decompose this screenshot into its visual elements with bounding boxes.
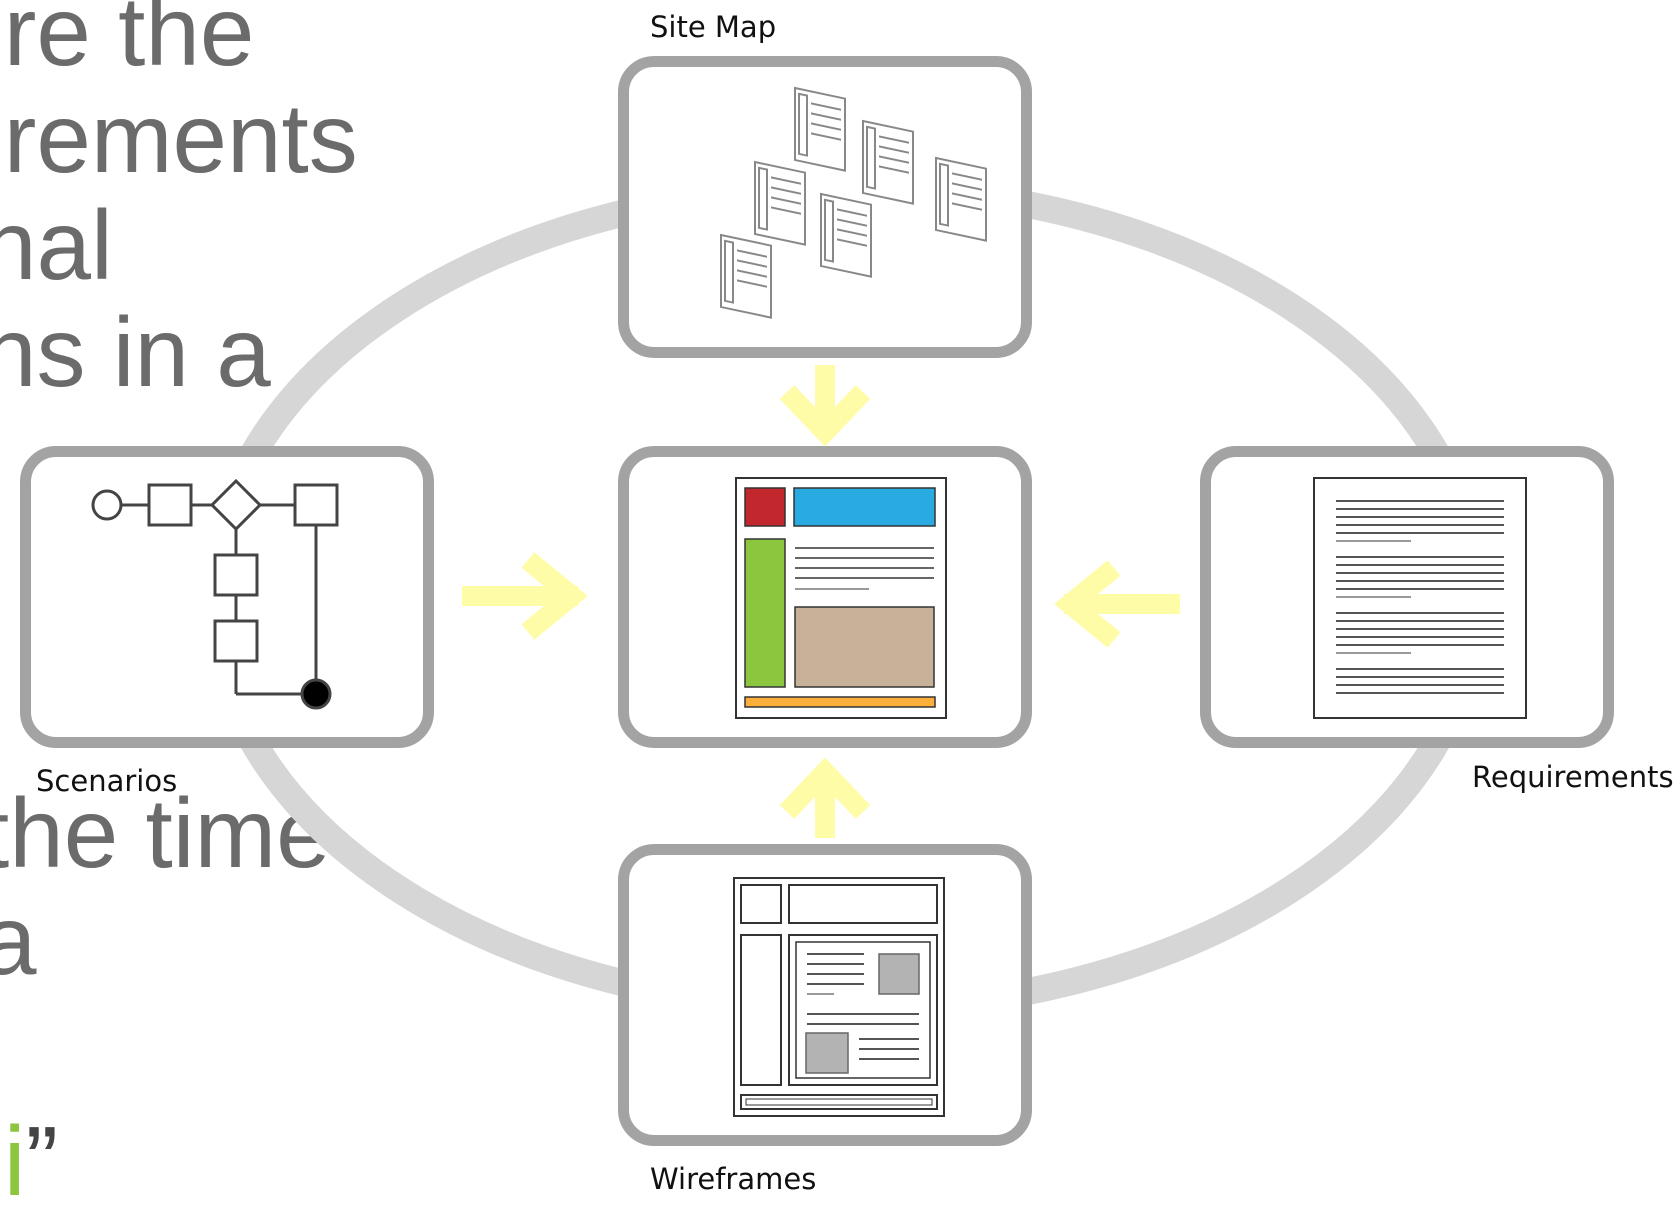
- scenarios-label: Scenarios: [36, 764, 178, 798]
- page-thumbnail: [935, 156, 987, 242]
- site-map-pages-icon: [720, 86, 987, 319]
- slide-text-line: the time: [0, 778, 331, 888]
- flow-step-node: [213, 553, 259, 597]
- wireframe-image-placeholder: [878, 953, 920, 995]
- flow-arrows: [462, 365, 1180, 838]
- slide-text-line: nal: [0, 190, 113, 300]
- mockup-sidebar-block: [744, 538, 786, 688]
- site-map-label: Site Map: [650, 10, 777, 44]
- wireframe-logo-area: [740, 884, 782, 924]
- page-thumbnail: [820, 192, 872, 278]
- page-mockup-box: [618, 446, 1032, 748]
- mockup-content-block: [794, 606, 935, 688]
- requirements-document-icon: [1313, 477, 1527, 719]
- slide-text-line: a: [0, 885, 37, 995]
- page-thumbnail: [754, 160, 806, 246]
- requirements-box: [1200, 446, 1614, 748]
- arrow-up-icon: [779, 757, 871, 838]
- site-map-box: [618, 56, 1032, 358]
- wireframe-header-area: [788, 884, 938, 924]
- flow-step-node: [147, 483, 193, 527]
- wireframes-box: [618, 844, 1032, 1146]
- page-thumbnail: [862, 119, 914, 205]
- wireframe-icon: [733, 877, 945, 1117]
- requirements-label: Requirements: [1472, 760, 1674, 794]
- flow-end-node: [300, 678, 332, 710]
- page-thumbnail: [794, 86, 846, 172]
- requirements-text-lines: [1336, 500, 1504, 694]
- wireframe-sidebar-area: [740, 934, 782, 1086]
- mockup-footer-block: [744, 696, 936, 708]
- slide-text-line: ns in a: [0, 297, 271, 407]
- flow-decision-node: [209, 478, 263, 532]
- wireframe-image-placeholder: [805, 1032, 849, 1074]
- arrow-left-icon: [1054, 560, 1180, 648]
- flowchart-icon: [91, 478, 339, 710]
- flow-step-node: [213, 619, 259, 663]
- flow-step-node: [293, 483, 339, 527]
- slide-text-line: irements: [0, 83, 358, 193]
- flow-start-node: [91, 489, 123, 521]
- wireframes-label: Wireframes: [650, 1162, 817, 1196]
- arrow-down-icon: [779, 365, 871, 447]
- mockup-logo-block: [744, 487, 786, 527]
- page-layout-mockup-icon: [735, 477, 947, 719]
- slide-text-line: ire the: [0, 0, 255, 86]
- scenarios-box: [20, 446, 434, 748]
- arrow-right-icon: [462, 552, 588, 640]
- page-thumbnail: [720, 233, 772, 319]
- mockup-header-block: [793, 487, 936, 527]
